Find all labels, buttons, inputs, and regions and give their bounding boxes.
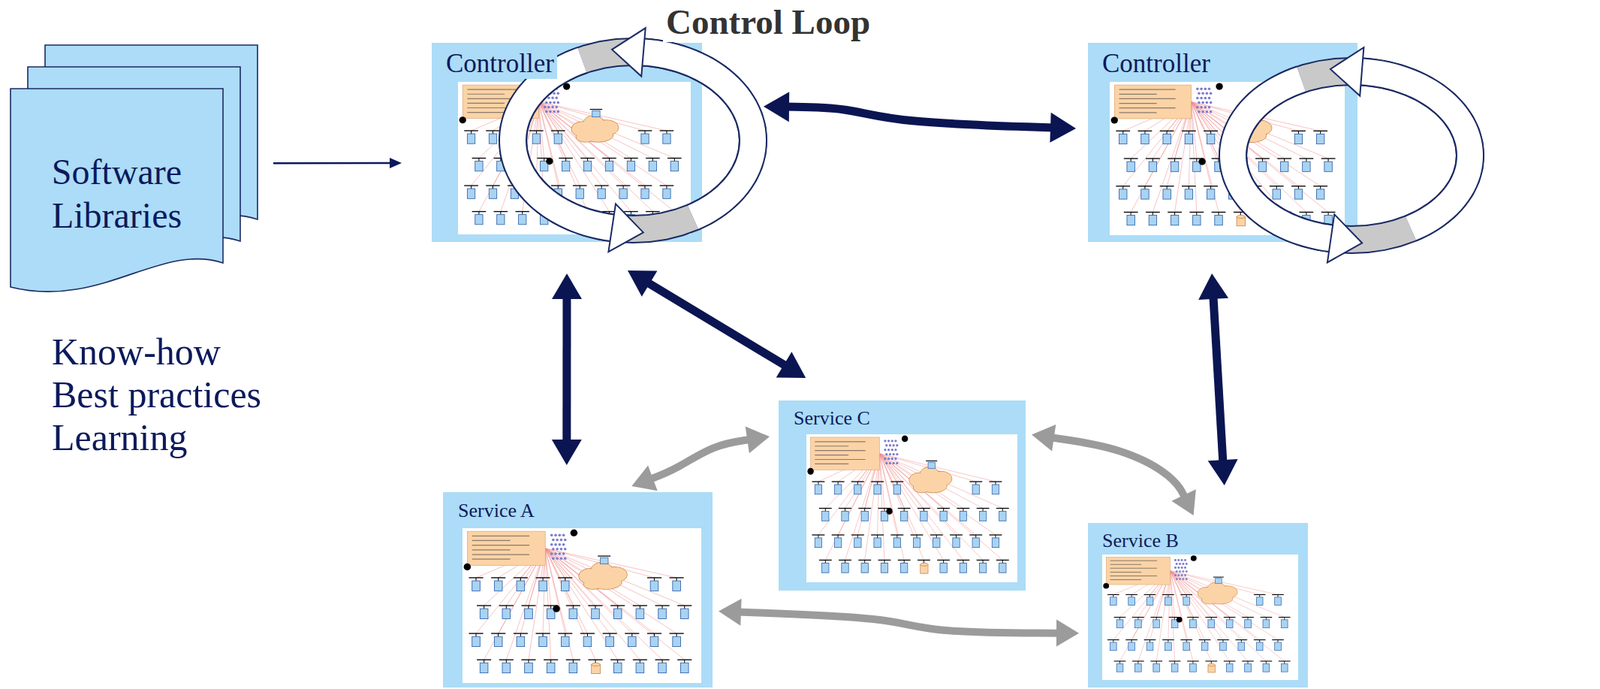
arrowhead	[763, 91, 790, 122]
arrowhead	[1171, 488, 1196, 516]
loop-band-back	[512, 51, 754, 230]
box-title: Controller	[442, 48, 558, 79]
connector-line	[649, 439, 751, 480]
box-title: Service A	[454, 499, 538, 522]
loop-label: Control Loop	[662, 1, 874, 43]
controller-box: Controller	[431, 42, 703, 242]
network-thumbnail	[458, 81, 691, 235]
arrowhead	[1031, 424, 1056, 452]
connector	[1198, 273, 1238, 486]
label-holder: Know-how	[48, 330, 224, 374]
arrowhead	[1198, 273, 1229, 300]
note-text: Best practices	[48, 373, 265, 417]
controller-box: Controller	[1087, 42, 1358, 242]
service-box: Service A	[442, 491, 713, 688]
network-thumbnail-use	[807, 434, 1009, 573]
arrowhead	[627, 270, 657, 297]
note-text: Know-how	[48, 330, 224, 374]
network-thumbnail-use	[1111, 83, 1336, 226]
arrowhead	[389, 157, 402, 169]
network-thumbnail	[1109, 81, 1345, 236]
loop-arrowhead	[611, 27, 646, 76]
label-holder: Control Loop	[662, 1, 874, 43]
loop-band	[1361, 71, 1471, 229]
note-text: Learning	[48, 415, 190, 460]
box-title: Controller	[1099, 48, 1214, 79]
thumbnail-panel	[462, 527, 702, 683]
connector	[718, 598, 1079, 647]
loop-band	[1232, 78, 1332, 239]
arrowhead	[718, 598, 742, 626]
connector-line	[737, 611, 1060, 633]
connector	[273, 157, 402, 169]
loop-band	[643, 51, 754, 217]
connector-line	[562, 295, 571, 443]
label-holder: Learning	[48, 415, 190, 460]
thumbnail-panel	[458, 81, 691, 235]
arrowhead	[776, 351, 807, 378]
box-title: Service B	[1099, 529, 1182, 552]
label-holder: Best practices	[48, 373, 265, 417]
loop-arrowhead	[1330, 47, 1365, 96]
loop-band-back	[1232, 71, 1471, 240]
document-stack: Software Libraries	[10, 45, 260, 302]
arrowhead	[1208, 458, 1239, 486]
connector	[631, 426, 770, 492]
connector-line	[273, 162, 392, 165]
connector	[551, 273, 582, 465]
connector-line	[646, 281, 788, 367]
network-thumbnail	[806, 433, 1018, 582]
arrowhead	[551, 273, 582, 299]
connector	[1031, 424, 1197, 516]
network-thumbnail	[1102, 554, 1299, 680]
service-box: Service B	[1087, 522, 1308, 688]
document-page	[10, 88, 223, 292]
control-loop-arrow	[512, 27, 754, 252]
loop-arrowhead	[608, 203, 643, 252]
thumbnail-panel	[1109, 81, 1345, 236]
connector-line	[785, 106, 1055, 128]
arrowhead	[1056, 619, 1079, 647]
loop-band	[643, 51, 754, 217]
connector	[763, 91, 1076, 143]
loop-band	[1361, 71, 1471, 229]
network-thumbnail-use	[459, 83, 682, 226]
document-label: Software Libraries	[10, 150, 223, 237]
loop-band	[512, 60, 612, 228]
thumbnail-panel	[1102, 554, 1299, 680]
box-title: Service C	[790, 406, 874, 430]
loop-band	[512, 60, 612, 228]
thumbnail-panel	[806, 433, 1018, 582]
loop-band	[1232, 78, 1332, 239]
connector-line	[1050, 436, 1185, 498]
loop-arrowhead	[1327, 213, 1362, 263]
loop-band-back	[1232, 71, 1471, 240]
arrowhead	[551, 439, 582, 465]
arrowhead	[745, 426, 770, 454]
connector	[627, 270, 806, 378]
network-thumbnail	[462, 527, 702, 683]
loop-band-back	[512, 51, 754, 230]
service-box: Service C	[778, 400, 1026, 591]
arrowhead	[631, 465, 657, 492]
network-thumbnail-use	[1102, 554, 1290, 672]
network-thumbnail-use	[464, 529, 693, 674]
control-loop-arrow	[1232, 47, 1471, 263]
arrowhead	[1049, 112, 1076, 143]
connector-line	[1213, 295, 1224, 464]
